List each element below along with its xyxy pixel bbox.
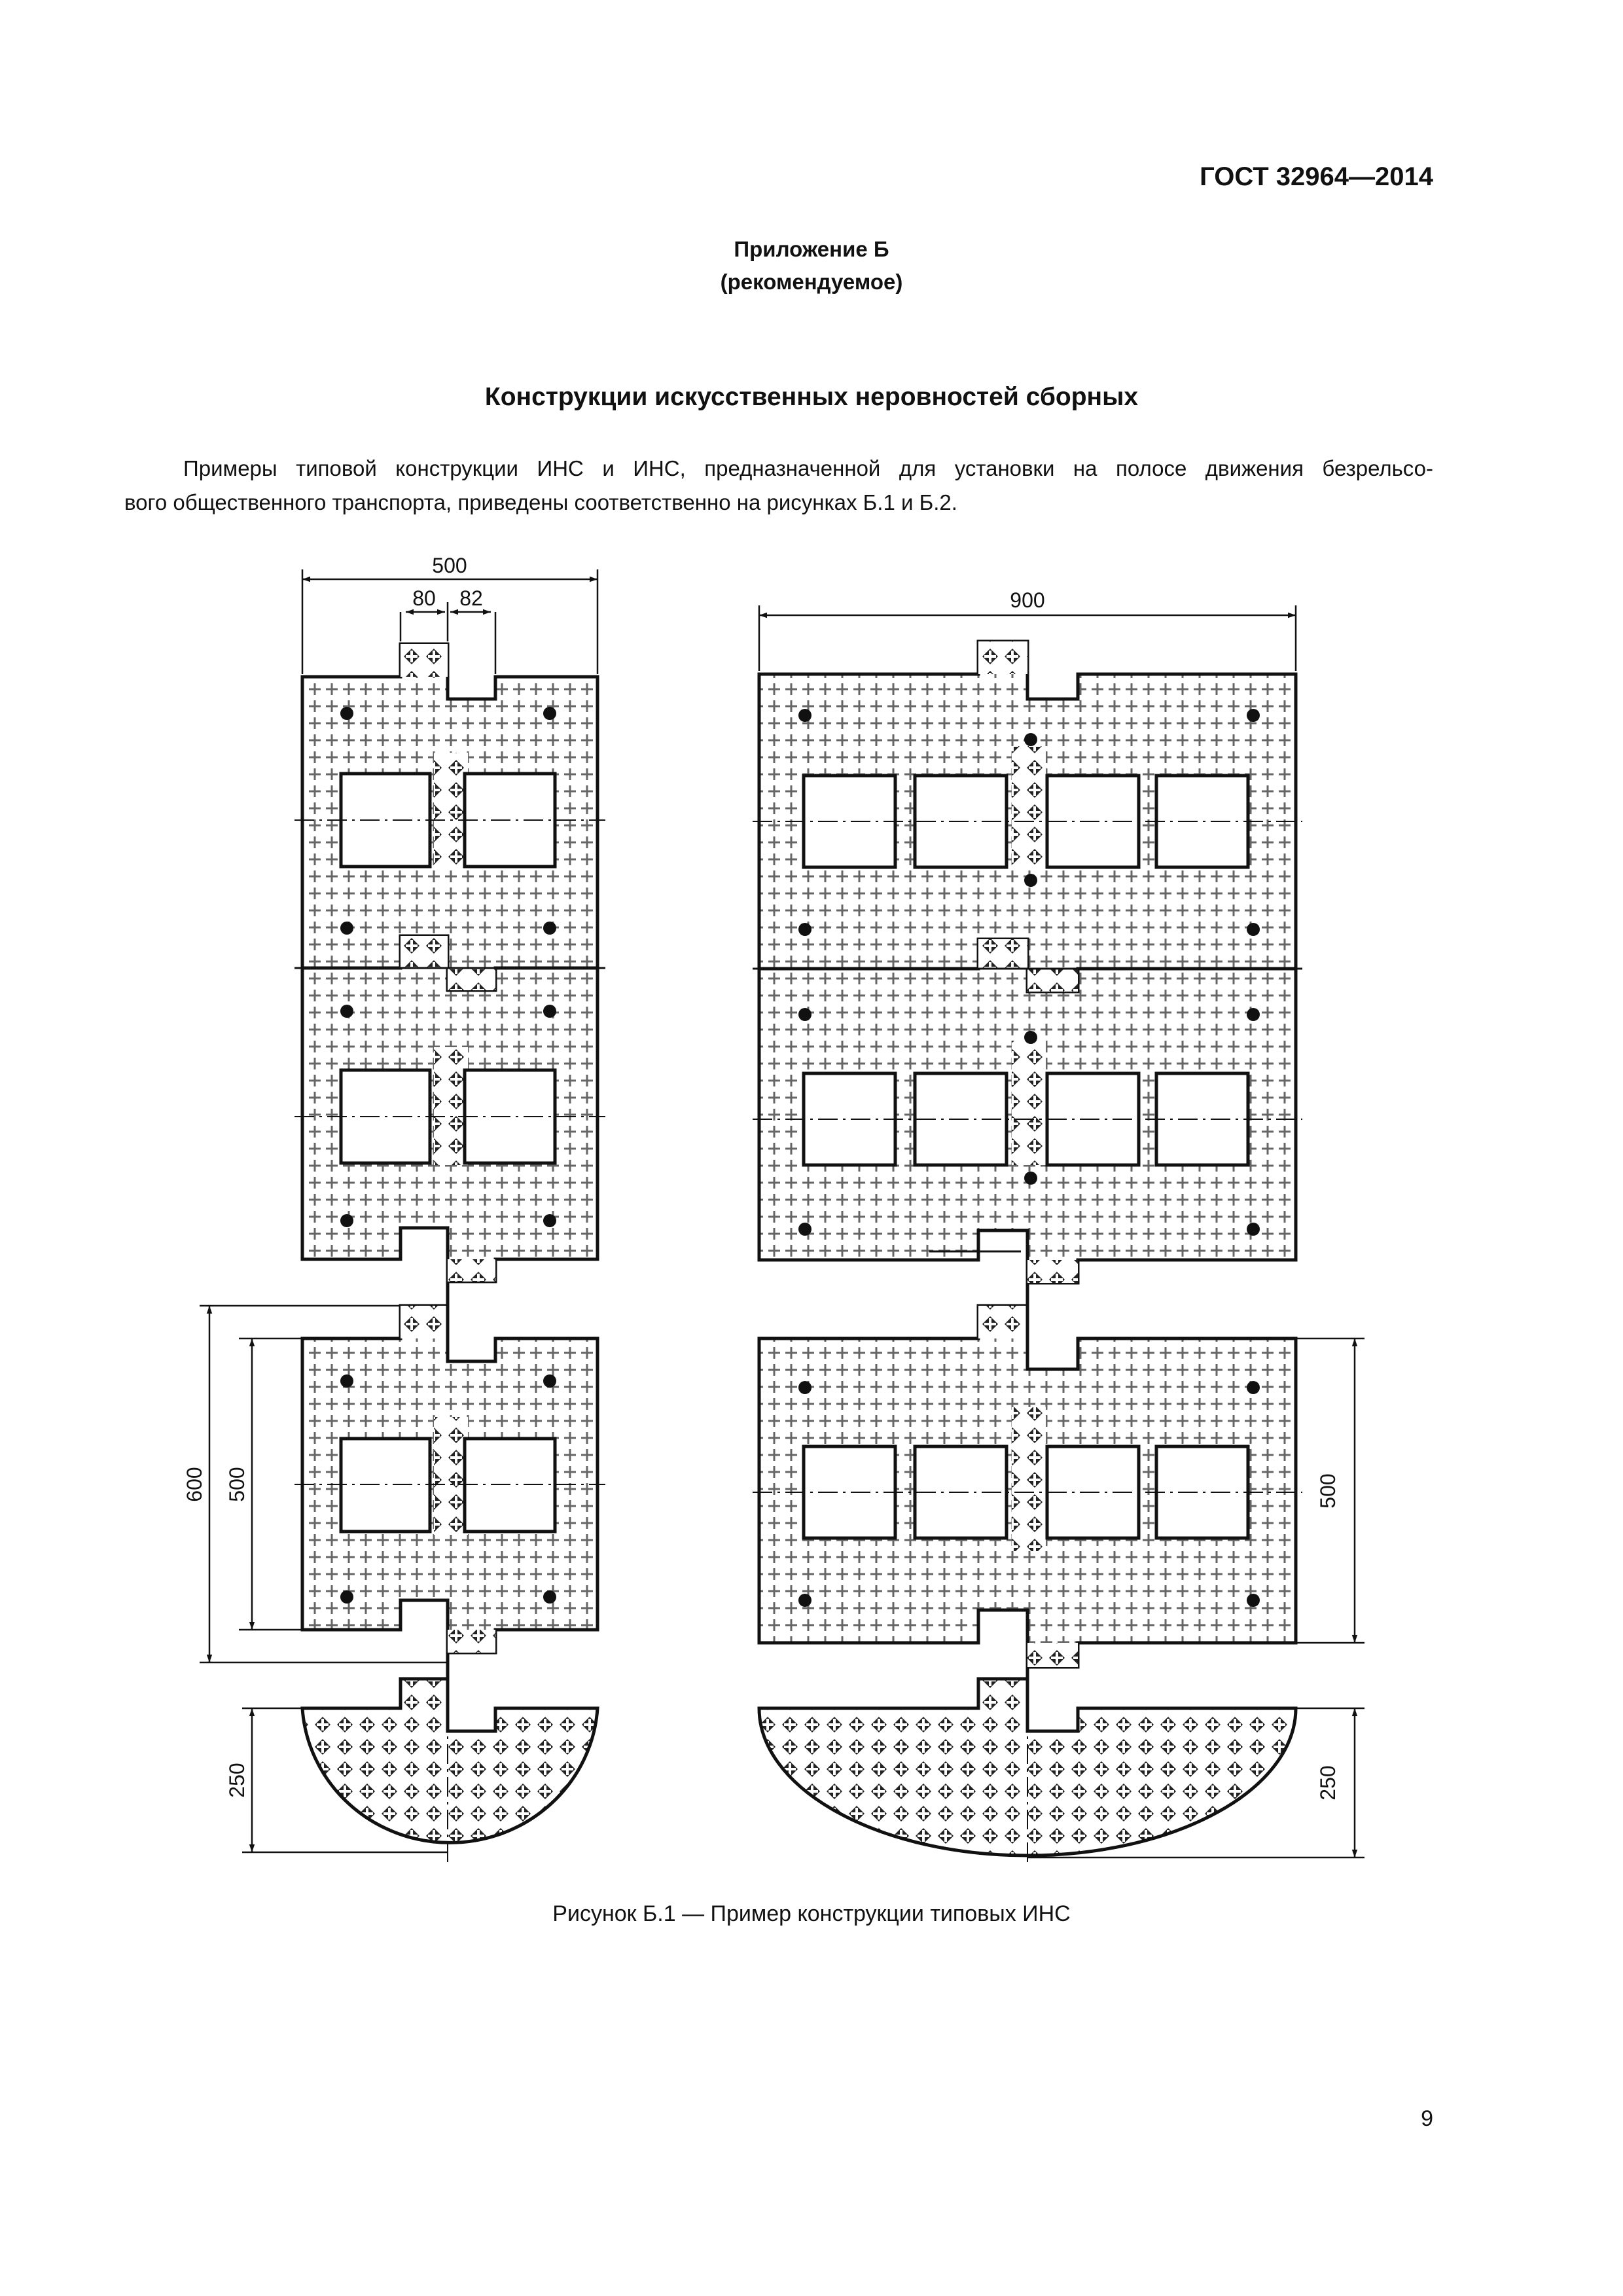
right-module-2: [753, 937, 1302, 1285]
dim-left-tongue-b: 82: [459, 586, 483, 610]
right-speed-bump: [753, 639, 1302, 1865]
dim-left-height-block: 500: [225, 1467, 249, 1501]
section-title: Конструкции искусственных неровностей сб…: [484, 383, 1139, 411]
left-end-segment: [300, 1677, 599, 1865]
left-module-1: [294, 642, 605, 992]
left-module-2: [294, 934, 605, 1283]
appendix-title: Приложение Б: [734, 237, 889, 261]
dim-left-tongue-a: 80: [412, 586, 436, 610]
intro-paragraph: Примеры типовой конструкции ИНС и ИНС, п…: [124, 452, 1433, 520]
right-module-1: [753, 639, 1302, 994]
dim-right-width: 900: [1010, 588, 1044, 612]
appendix-heading: Приложение Б (рекомендуемое): [0, 233, 1623, 298]
paragraph-line-1: Примеры типовой конструкции ИНС и ИНС, п…: [183, 456, 1433, 480]
dim-right-height-block: 500: [1316, 1473, 1340, 1508]
right-module-3: [753, 1283, 1302, 1702]
dim-left-width: 500: [432, 554, 467, 577]
dim-left-height-total: 600: [183, 1467, 206, 1501]
appendix-status: (рекомендуемое): [720, 270, 903, 294]
left-dimensions: [200, 569, 599, 1854]
right-end-segment: [757, 1677, 1298, 1865]
left-module-3: [294, 1282, 605, 1702]
page-number: 9: [1421, 2106, 1433, 2131]
right-dimensions: [758, 605, 1364, 1859]
document-code: ГОСТ 32964—2014: [1200, 162, 1433, 191]
dim-left-end-depth: 250: [225, 1763, 249, 1797]
dim-right-end-depth: 250: [1316, 1765, 1340, 1800]
paragraph-line-2: вого общественного транспорта, приведены…: [124, 490, 957, 514]
figure-caption: Рисунок Б.1 — Пример конструкции типовых…: [552, 1901, 1071, 1926]
left-speed-bump: [294, 642, 605, 1865]
